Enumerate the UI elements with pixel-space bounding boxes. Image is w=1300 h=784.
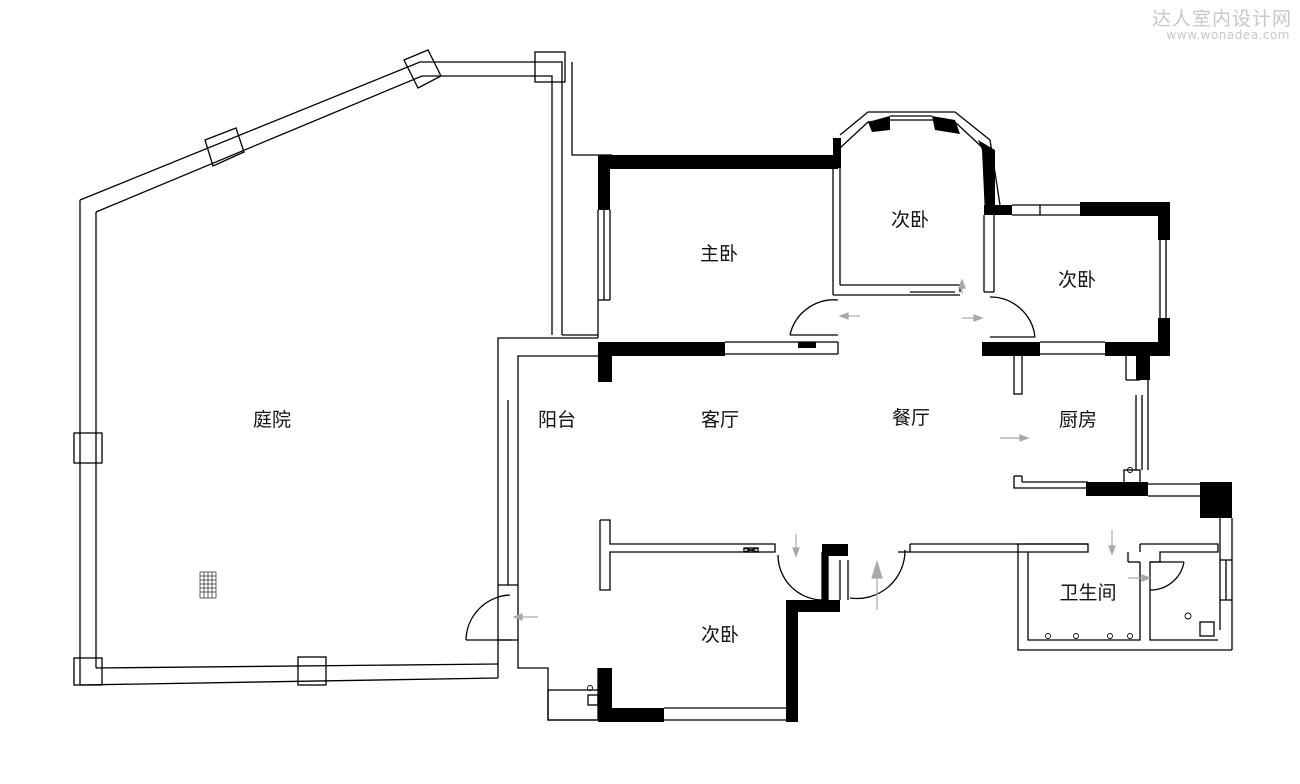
- room-label-master-bedroom: 主卧: [700, 243, 738, 265]
- room-label-second-bedroom-right: 次卧: [1058, 269, 1096, 291]
- master-bedroom-window: [597, 210, 611, 300]
- interior-walls: [547, 148, 1233, 721]
- load-bearing-walls: [598, 116, 1232, 722]
- watermark-site-name: 达人室内设计网: [1151, 8, 1292, 30]
- bathroom-fixtures: [587, 467, 1192, 691]
- room-label-living-room: 客厅: [701, 409, 739, 431]
- room-label-balcony: 阳台: [538, 409, 576, 431]
- room-label-kitchen: 厨房: [1059, 409, 1097, 431]
- courtyard-wall: [79, 61, 612, 686]
- room-label-dining-room: 餐厅: [892, 407, 930, 429]
- bay-window: [839, 111, 1167, 355]
- room-label-courtyard: 庭院: [253, 409, 291, 431]
- door-arrows: [512, 278, 1152, 621]
- doors: [777, 296, 1036, 601]
- balcony-door: [465, 594, 512, 641]
- watermark-url: www.wonadea.com: [1166, 28, 1290, 42]
- courtyard-pillars: [73, 49, 566, 686]
- room-label-second-bedroom-bottom: 次卧: [701, 624, 739, 646]
- balcony-wall: [497, 299, 610, 721]
- room-label-bathroom: 卫生间: [1059, 582, 1116, 604]
- floor-drain-icon: [199, 571, 217, 599]
- room-label-second-bedroom-top: 次卧: [891, 209, 929, 231]
